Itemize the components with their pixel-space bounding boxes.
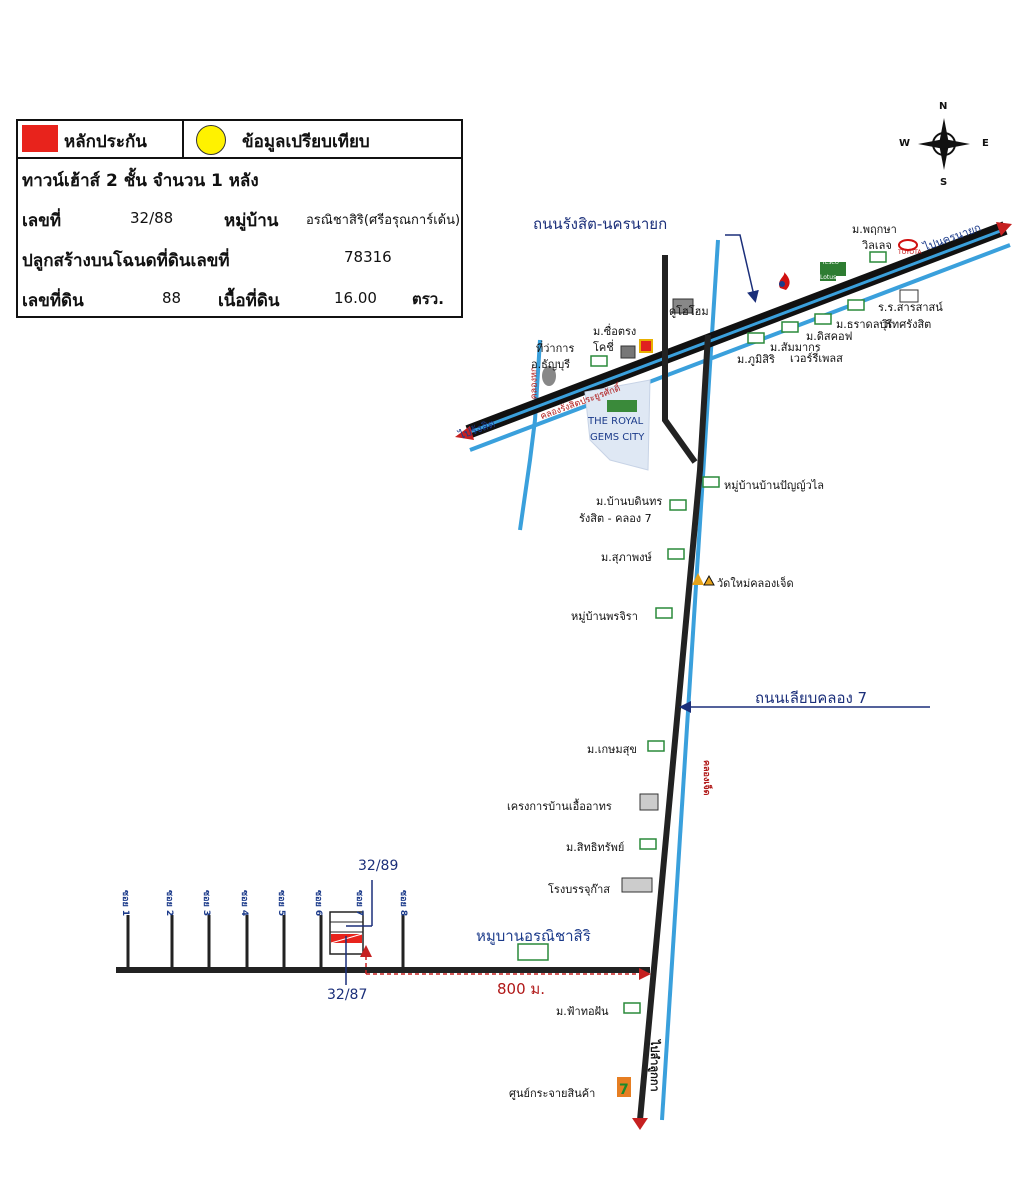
to-lumlukka-label: ไปลำลูกกา <box>648 1040 661 1092</box>
soi-3-label: ซอย 3 <box>201 890 211 917</box>
road-main-label: ถนนรังสิต-นครนายก <box>533 215 668 233</box>
landmark-sammakorn: ม.สัมมากร <box>770 341 821 354</box>
landmark-bandinthorn2: รังสิต - คลอง 7 <box>579 512 652 525</box>
landmark-pornjira: หมู่บ้านพรจิรา <box>571 610 638 623</box>
compass-n: N <box>939 101 948 112</box>
house-above-label: 32/89 <box>358 858 399 874</box>
landmark-supapong: ม.สุภาพงษ์ <box>601 551 652 564</box>
area-value: 16.00 <box>334 289 377 307</box>
landmark-bandinthorn1: ม.บ้านบดินทร <box>596 495 663 508</box>
road-klong7-label: ถนนเลียบคลอง 7 <box>755 689 868 707</box>
soi-4-label: ซอย 4 <box>239 890 249 917</box>
landmark-fathofun: ม.ฟ้าทอฝัน <box>556 1005 609 1018</box>
landmark-distribution: ศูนย์กระจายสินค้า <box>509 1087 596 1100</box>
collateral-swatch <box>22 125 58 152</box>
land-no-value: 88 <box>162 289 182 307</box>
compass-icon <box>918 118 970 170</box>
landmark-riverplace: เวอร์รี่เพลส <box>790 352 843 365</box>
compass-w: W <box>899 138 911 149</box>
landmark-kochi: โคชี่ <box>593 341 614 354</box>
comparison-label: ข้อมูลเปรียบเทียบ <box>242 132 370 152</box>
compass-e: E <box>982 138 989 149</box>
landmark-lotus: Lotus <box>820 274 837 281</box>
area-unit: ตรว. <box>412 290 444 308</box>
landmark-school2: วิเทศรังสิต <box>882 318 932 331</box>
property-info-table: หลักประกัน ข้อมูลเปรียบเทียบ ทาวน์เฮ้าส์… <box>16 119 463 318</box>
main-road <box>455 221 1012 440</box>
landmark-sittisap: ม.สิทธิทรัพย์ <box>566 841 625 854</box>
soi-road <box>116 915 650 973</box>
village-value: อรณิชาสิริ(ศรีอรุณการ์เด้น) <box>306 213 461 228</box>
house-below-label: 32/87 <box>327 987 368 1003</box>
house-no-value: 32/88 <box>130 209 174 227</box>
land-no-label: เลขที่ดิน <box>22 291 84 311</box>
village-label: หมู่บ้าน <box>224 211 279 231</box>
landmark-district2: อ.ธัญบุรี <box>531 358 571 371</box>
house-no-label: เลขที่ <box>22 211 62 231</box>
area-label: เนื้อที่ดิน <box>218 291 280 311</box>
canal-klong-jed <box>660 239 720 1121</box>
svg-text:TESCO: TESCO <box>821 260 839 266</box>
landmark-dooohome: ดูโฮโฮม <box>669 305 709 318</box>
building-icons: TESCO 7 <box>542 239 919 1098</box>
klong-jed-label: คลองเจ็ด <box>701 760 711 796</box>
legend-divider <box>182 121 184 157</box>
canals <box>469 239 1011 1121</box>
arrow-to-lumlukka <box>632 1118 648 1130</box>
subject-block <box>329 880 373 985</box>
landmark-uea-arthorn: เครงการบ้านเอื้ออาทร <box>507 800 612 813</box>
soi-5-label: ซอย 5 <box>276 890 286 917</box>
landmark-pruksa: ม.พฤกษา <box>852 223 897 236</box>
subject-village-label: หมูบานอรณิชาสิริ <box>476 927 591 945</box>
landmark-wat: วัดใหม่คลองเจ็ด <box>717 577 794 590</box>
landmark-discov: ม.ดิสคอฟ <box>806 330 853 343</box>
landmark-panyawilai: หมู่บ้านบ้านปัญญ์วไล <box>724 479 825 492</box>
landmark-sueitrong: ม.ซื่อตรง <box>593 325 637 338</box>
landmark-toyota: TOYOTA <box>898 249 922 256</box>
legend-row: หลักประกัน ข้อมูลเปรียบเทียบ <box>18 121 461 159</box>
soi-7-label: ซอย 7 <box>354 890 364 917</box>
landmark-district1: ที่ว่าการ <box>536 342 575 355</box>
landmark-dharatbury: ม.ธราดลบุรี <box>836 318 893 331</box>
compass-s: S <box>940 177 948 188</box>
landmark-phumsiri: ม.ภูมิสิริ <box>737 353 775 366</box>
distance-label: 800 ม. <box>497 980 546 998</box>
soi-1-label: ซอย 1 <box>120 890 130 917</box>
property-type: ทาวน์เฮ้าส์ 2 ชั้น จำนวน 1 หลัง <box>22 171 259 191</box>
deed-label: ปลูกสร้างบนโฉนดที่ดินเลขที่ <box>22 251 230 271</box>
landmark-royal-gems-1: THE ROYAL <box>588 416 644 427</box>
soi-2-label: ซอย 2 <box>164 890 174 917</box>
landmark-packaging: โรงบรรจุก๊าส <box>548 883 610 896</box>
landmark-pruksa-village: วิลเลจ <box>862 239 892 252</box>
landmark-royal-gems-2: GEMS CITY <box>590 432 645 443</box>
canal-klong-hok <box>518 339 542 531</box>
arrow-to-nakhonnayok <box>996 222 1012 236</box>
comparison-swatch <box>196 125 226 155</box>
canal-rangsit <box>469 243 1011 452</box>
svg-text:7: 7 <box>619 1082 629 1098</box>
klong7-road <box>632 255 711 1130</box>
landmark-kasemsuk: ม.เกษมสุข <box>587 743 637 756</box>
arrow-to-rangsit <box>455 426 474 440</box>
landmark-school1: ร.ร.สารสาสน์ <box>878 301 943 314</box>
house-icons <box>517 251 887 1014</box>
pointer-main-road <box>725 234 759 303</box>
deed-value: 78316 <box>344 248 392 266</box>
soi-8-label: ซอย 8 <box>398 890 408 917</box>
collateral-label: หลักประกัน <box>64 132 147 152</box>
soi-6-label: ซอย 6 <box>313 890 323 917</box>
